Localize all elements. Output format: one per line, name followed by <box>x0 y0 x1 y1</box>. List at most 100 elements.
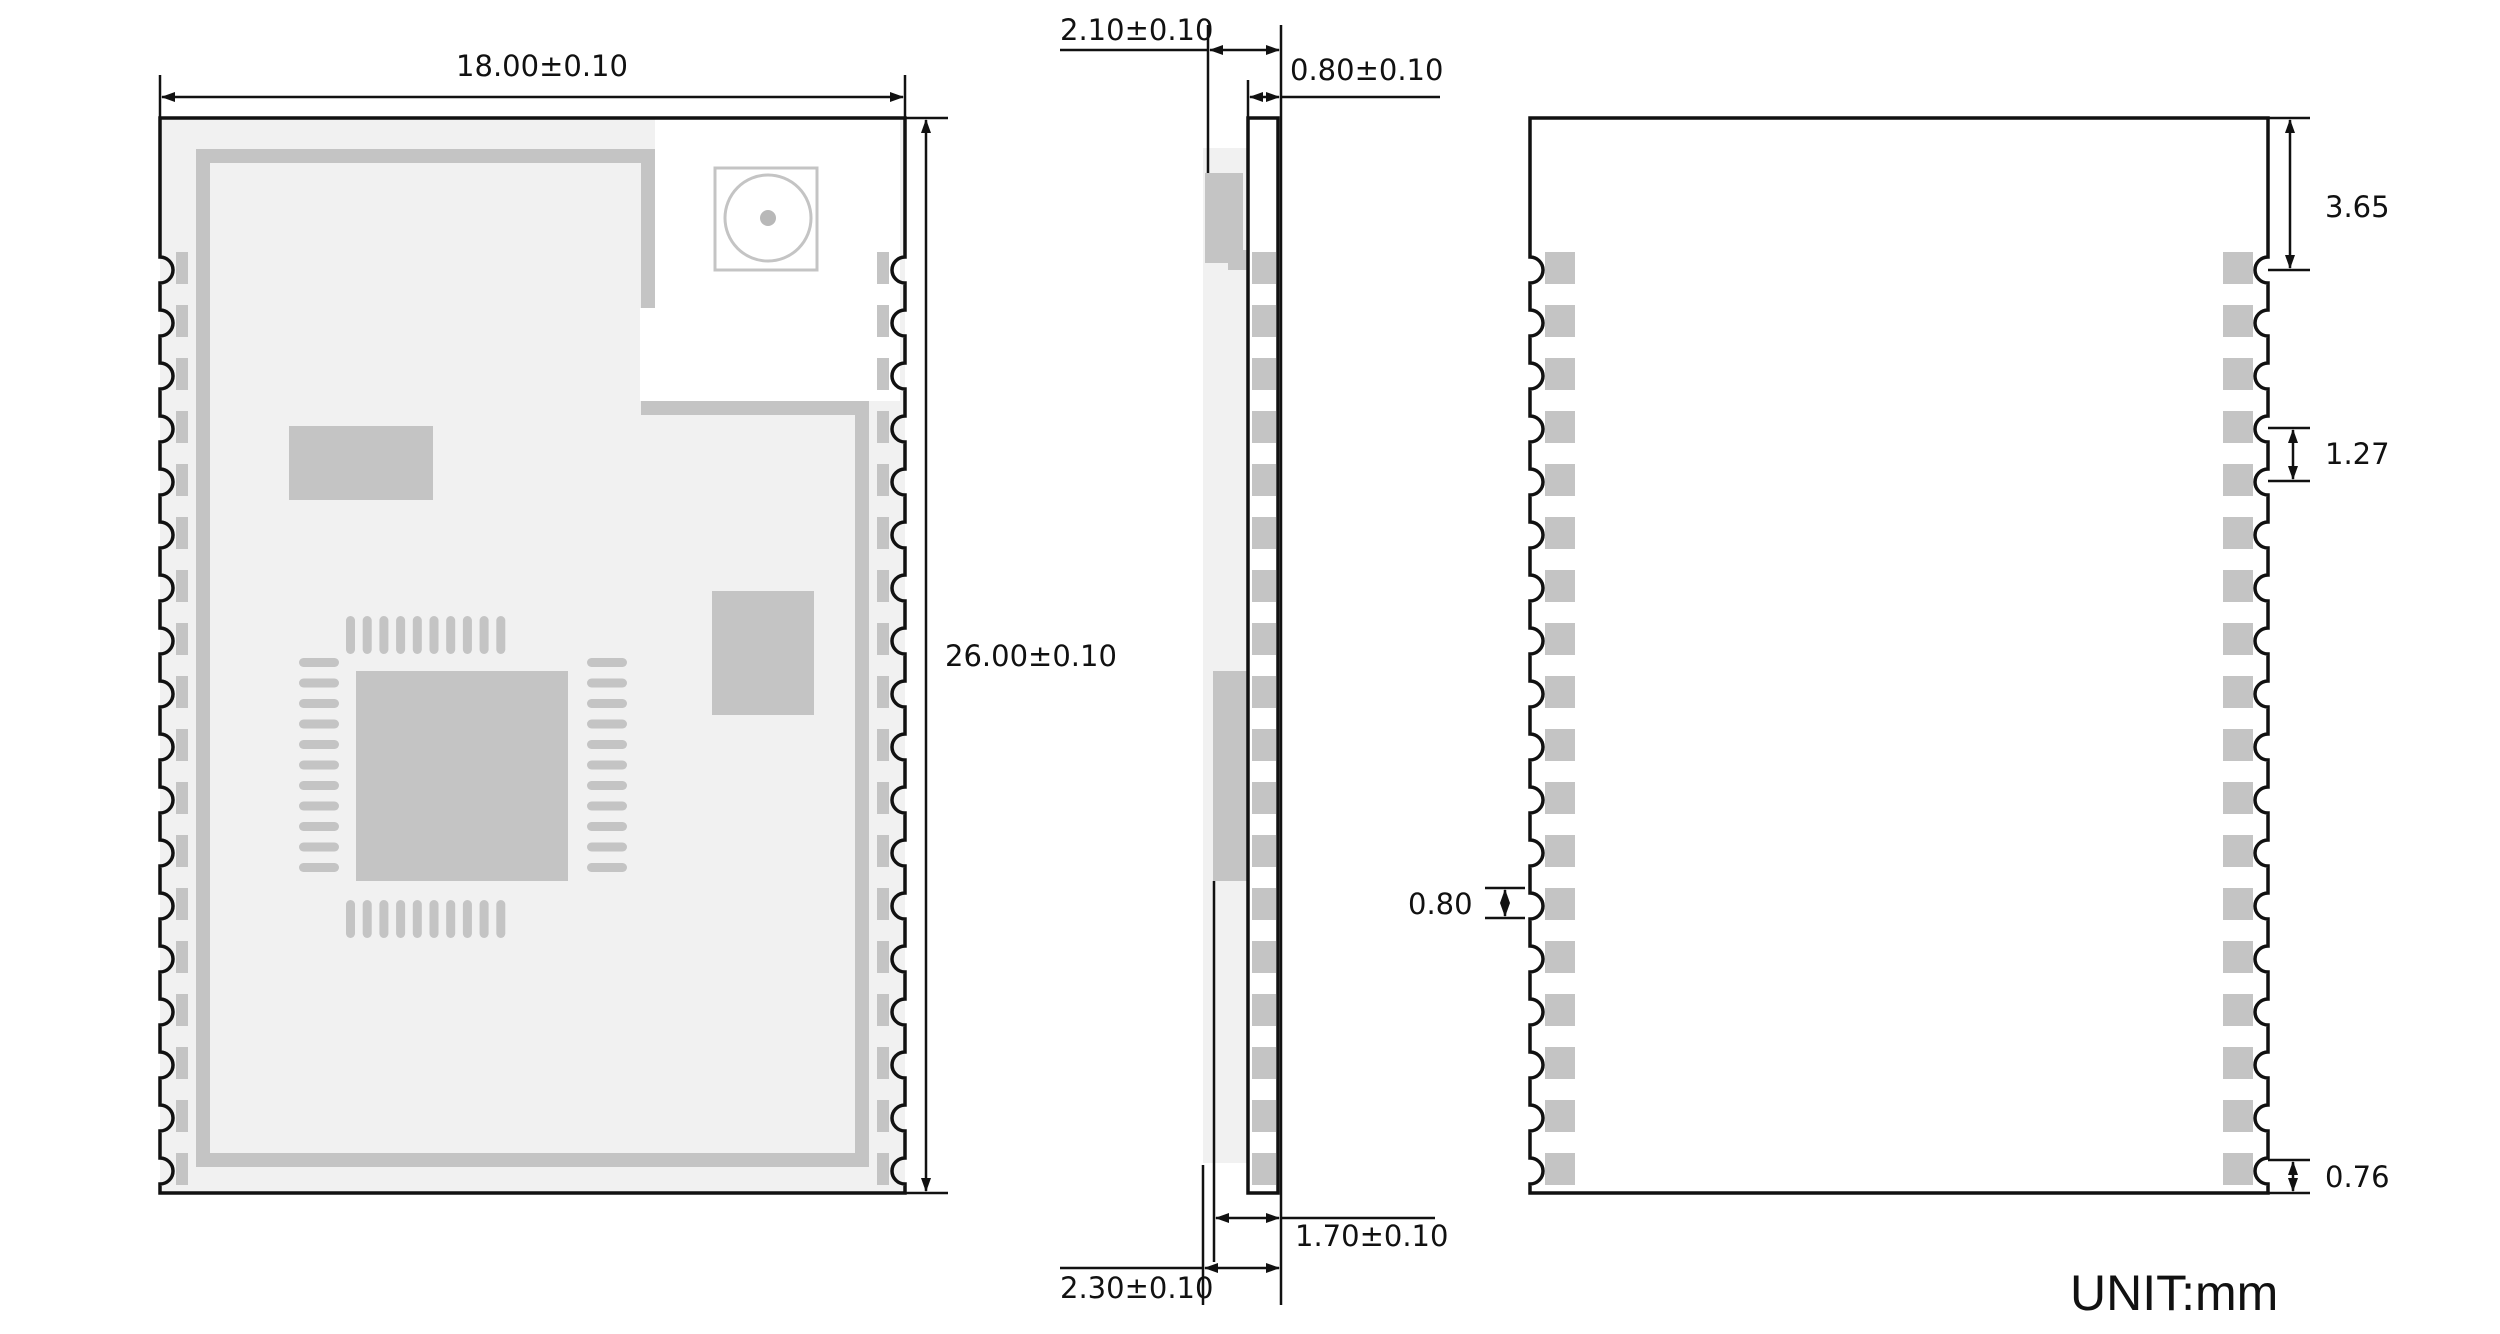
chip-pin <box>299 863 339 872</box>
pad <box>1545 1100 1575 1132</box>
pad <box>176 623 188 655</box>
chip-pin <box>429 900 439 938</box>
pad <box>2223 1047 2253 1079</box>
chip-pin <box>496 616 506 654</box>
pad <box>176 941 188 973</box>
pad <box>877 358 889 390</box>
chip-pin <box>587 760 627 770</box>
pad <box>877 835 889 867</box>
chip-pin <box>462 900 472 938</box>
pad <box>1252 358 1276 390</box>
unit-label: UNIT:mm <box>2070 1265 2278 1321</box>
pad <box>176 729 188 761</box>
bottom-view-outline <box>1528 116 2270 1195</box>
chip-pin <box>587 658 627 667</box>
antenna-connector-body <box>713 166 819 272</box>
pad <box>1545 623 1575 655</box>
pad <box>176 305 188 337</box>
chip-pin <box>479 900 489 938</box>
pad <box>1252 782 1276 814</box>
chip-pin <box>587 801 627 811</box>
pad <box>176 888 188 920</box>
chip-pin <box>587 719 627 729</box>
top-view-pads <box>176 252 889 1185</box>
pad <box>1545 358 1575 390</box>
thickness-bottom-label: 2.30±0.10 <box>1060 1271 1213 1305</box>
pad <box>1545 305 1575 337</box>
pad <box>877 888 889 920</box>
pad <box>1252 252 1276 284</box>
chip-pin <box>587 678 627 688</box>
chip-pin <box>412 616 422 654</box>
pad <box>176 994 188 1026</box>
pad <box>1252 1100 1276 1132</box>
chip-pin <box>299 658 339 667</box>
chip-pin <box>299 842 339 852</box>
pad <box>1545 729 1575 761</box>
pad <box>176 782 188 814</box>
pad <box>2223 305 2253 337</box>
bottom-view-pads <box>1545 252 2253 1185</box>
chip-pin <box>299 699 339 708</box>
pad <box>176 1153 188 1185</box>
chip-pin <box>587 699 627 708</box>
chip-pin <box>299 740 339 749</box>
pad <box>1545 941 1575 973</box>
shield-height-label: 1.70±0.10 <box>1295 1219 1448 1253</box>
pad-width-label: 0.80 <box>1408 887 1473 921</box>
pad <box>877 941 889 973</box>
first-pad-offset-label: 3.65 <box>2325 190 2390 224</box>
chip-pin <box>396 900 406 938</box>
pad <box>176 464 188 496</box>
pad <box>1545 1047 1575 1079</box>
pad <box>877 1153 889 1185</box>
chip-pin <box>587 842 627 852</box>
chip-pin <box>479 616 489 654</box>
pad <box>877 305 889 337</box>
side-view: 2.10±0.10 0.80±0.10 1.70±0.10 2.30±0.10 <box>1060 13 1448 1305</box>
pad <box>1545 517 1575 549</box>
chip-pin <box>587 781 627 790</box>
pad <box>1545 835 1575 867</box>
top-view: 18.00±0.10 26.00±0.10 <box>158 49 1117 1195</box>
pad <box>2223 835 2253 867</box>
pad <box>1252 729 1276 761</box>
pad <box>2223 782 2253 814</box>
pad <box>1545 464 1575 496</box>
pcb-thickness-label: 0.80±0.10 <box>1290 53 1443 87</box>
antenna-connector-ring <box>723 173 813 263</box>
pad <box>176 411 188 443</box>
chip-pin <box>346 900 355 938</box>
pad <box>877 517 889 549</box>
pad <box>877 994 889 1026</box>
pad <box>2223 358 2253 390</box>
pad <box>2223 676 2253 708</box>
chip-pin <box>587 863 627 872</box>
pad <box>1252 676 1276 708</box>
pad <box>2223 888 2253 920</box>
pad <box>1545 676 1575 708</box>
pad <box>1545 411 1575 443</box>
main-chip <box>356 671 568 881</box>
pad <box>176 358 188 390</box>
pad <box>877 729 889 761</box>
pad-pitch-label: 1.27 <box>2325 437 2390 471</box>
pad <box>176 570 188 602</box>
pad <box>1545 994 1575 1026</box>
pad <box>1252 1047 1276 1079</box>
chip-pin <box>379 616 389 654</box>
pad <box>877 1100 889 1132</box>
pad <box>877 252 889 284</box>
chip-pin <box>587 740 627 749</box>
pad <box>176 676 188 708</box>
chip-pin <box>299 781 339 790</box>
pad <box>176 1100 188 1132</box>
chip-pin <box>362 900 372 938</box>
bottom-view: 3.65 1.27 0.80 0.76 <box>1408 116 2390 1195</box>
pad <box>2223 464 2253 496</box>
pad <box>1252 623 1276 655</box>
pad <box>1545 570 1575 602</box>
pad <box>2223 729 2253 761</box>
chip-pin <box>587 822 627 831</box>
pad <box>1252 835 1276 867</box>
